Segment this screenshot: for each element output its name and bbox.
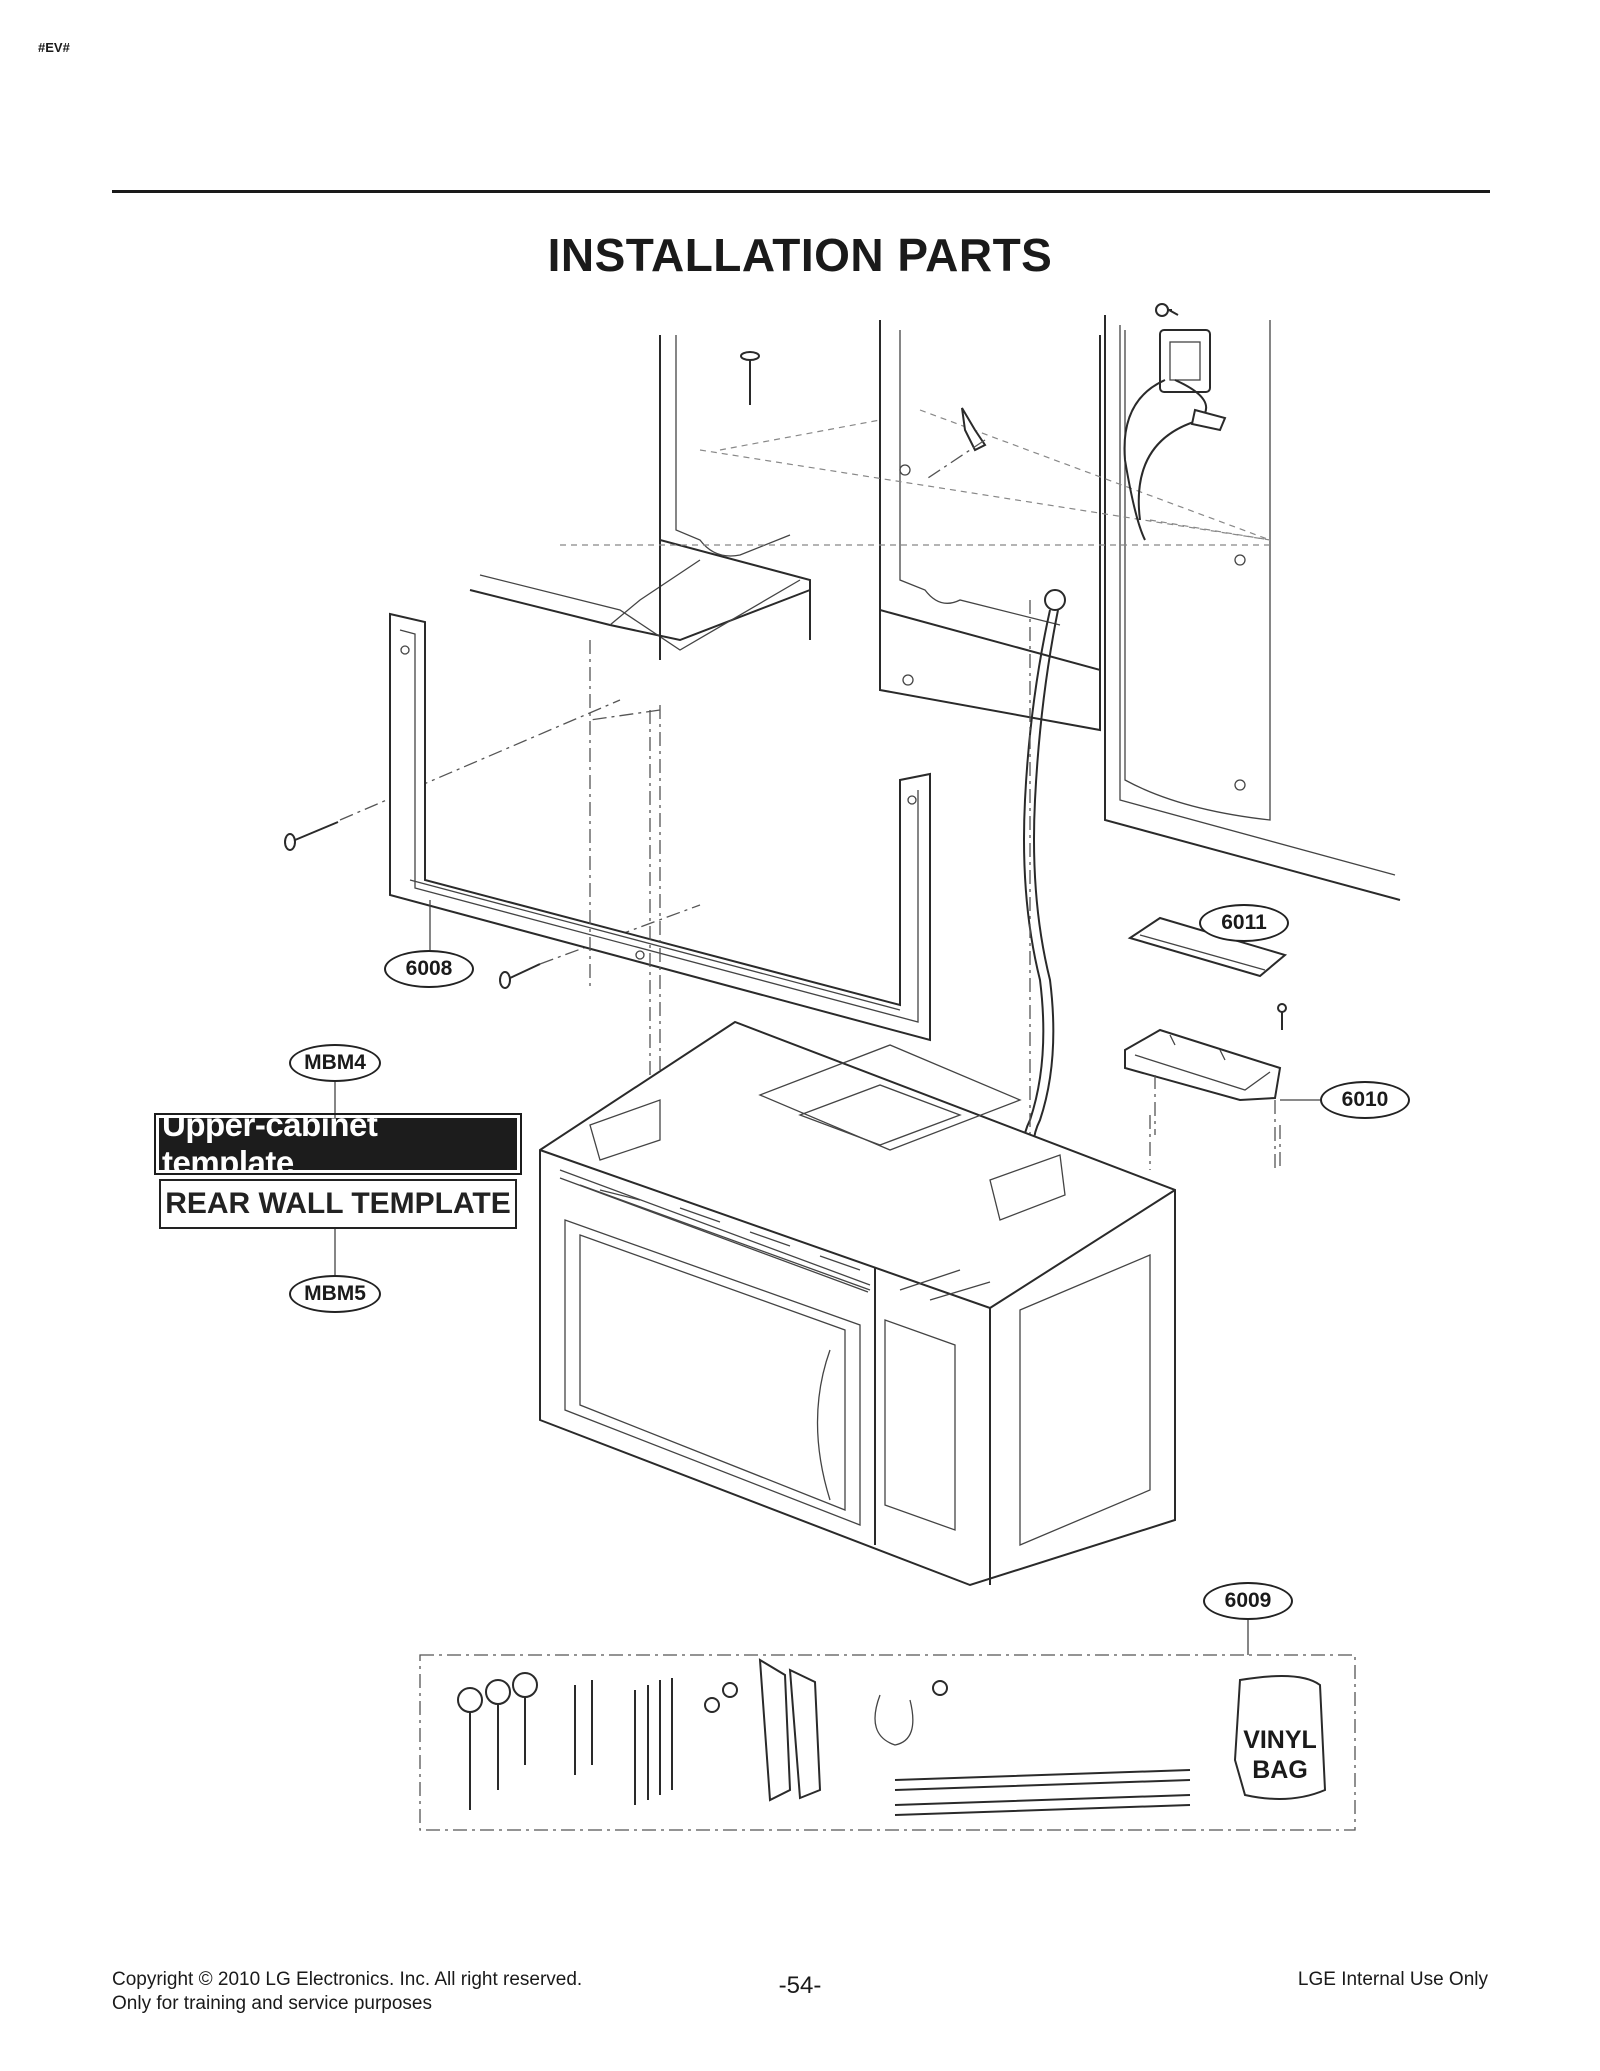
rear-wall-template-label: REAR WALL TEMPLATE [159, 1179, 517, 1229]
power-outlet-and-cord [1022, 303, 1227, 1161]
vinyl-bag-label: VINYL BAG [1234, 1725, 1326, 1785]
callout-mbm4: MBM4 [289, 1044, 381, 1082]
copyright-text: Copyright © 2010 LG Electronics. Inc. Al… [112, 1969, 583, 1990]
mounting-screws [284, 351, 1287, 1030]
callout-mbm5: MBM5 [289, 1275, 381, 1313]
exhaust-adaptor-parts [1124, 916, 1288, 1170]
microwave-oven [539, 1020, 1176, 1587]
upper-cabinets [469, 315, 1401, 901]
upper-cabinet-template-label: Upper-cabinet template [154, 1106, 522, 1181]
callout-6008: 6008 [384, 950, 474, 988]
callout-6009: 6009 [1203, 1582, 1293, 1620]
callout-6011: 6011 [1199, 904, 1289, 942]
internal-use-text: LGE Internal Use Only [1297, 1969, 1488, 1990]
header-rule [112, 190, 1490, 193]
callout-6010: 6010 [1320, 1081, 1410, 1119]
purpose-text: Only for training and service purposes [112, 1993, 432, 2014]
vinyl-bag-line-2: BAG [1252, 1756, 1308, 1784]
document-code: #EV# [38, 40, 70, 55]
hardware-kit [419, 1654, 1356, 1831]
vinyl-bag-line-1: VINYL [1243, 1726, 1317, 1754]
page-number: -54- [778, 1972, 822, 1999]
footer-left: Copyright © 2010 LG Electronics. Inc. Al… [112, 1968, 582, 2016]
page-title: INSTALLATION PARTS [547, 229, 1053, 281]
leader-lines [334, 600, 1320, 1655]
